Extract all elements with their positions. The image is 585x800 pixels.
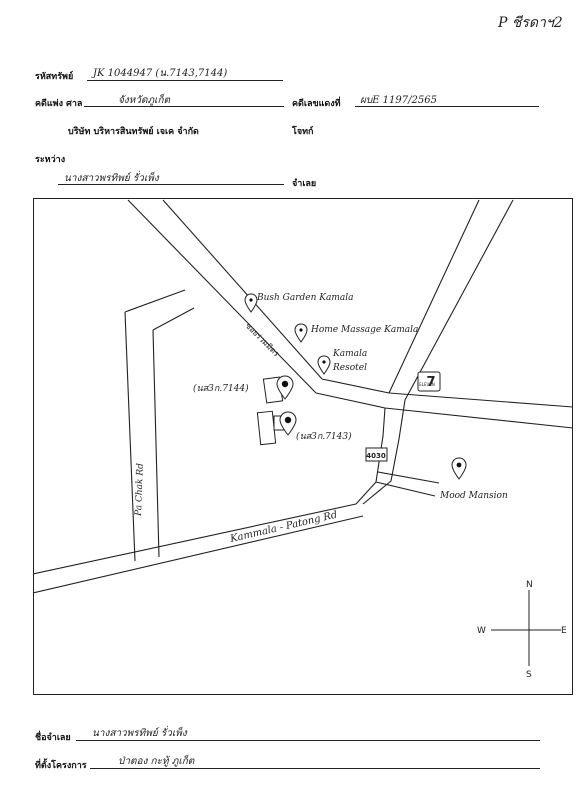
bush-garden-label: Bush Garden Kamala [256,293,354,303]
seven-eleven-box [417,371,441,392]
case-number-label: คดีเลขแดงที่ [292,99,341,109]
footer-defendant-label: ชื่อจำเลย [35,733,71,743]
project-location-value: ป่าตอง กะทู้ ภูเก็ต [118,756,195,767]
defendant-label: จำเลย [292,179,317,189]
mood-mansion-label: Mood Mansion [439,491,508,501]
compass-rose: N S W E [477,580,567,680]
pin-dots [249,298,462,468]
kamala-resort-label-line1: Kamala [332,349,367,359]
bush-garden-pin-icon [244,293,258,313]
case-number-underline [355,106,539,107]
compass-n-label: N [526,580,533,590]
project-location-underline [90,768,540,769]
road-4030-box [365,447,388,462]
map-svg: 7 ELEVEN 4030 Bush Garden Kamala Home Ma… [33,198,573,695]
kamala-resort-label-line2: Resotel [332,363,367,373]
plot-7144-pin-icon [276,375,294,400]
plot-7143-building [256,410,277,446]
road-4030-label: 4030 [366,452,386,460]
court-underline [84,106,284,107]
kamala-resort-pin-icon [317,355,331,375]
court-value: จังหวัดภูเก็ต [118,95,171,106]
home-massage-pin-icon [294,323,308,343]
location-map: 7 ELEVEN 4030 Bush Garden Kamala Home Ma… [33,198,573,695]
plot-7143-pin-icon [279,411,297,436]
plaintiff-name: บริษัท บริหารสินทรัพย์ เจเค จำกัด [68,127,199,137]
map-frame [33,198,573,695]
seven-eleven-number: 7 [426,375,435,390]
project-location-label: ที่ตั้งโครงการ [35,761,87,771]
pa-chak-road-label: Pa Chak Rd [134,463,146,517]
asset-code-underline [87,80,283,81]
road-lines [33,199,573,594]
home-massage-label: Home Massage Kamala [310,325,418,335]
plot-7144-label: (นส3ก.7144) [193,383,249,394]
plot-7143-label: (นส3ก.7143) [296,431,352,442]
defendant-underline [58,184,284,185]
asset-code-label: รหัสทรัพย์ [35,72,74,82]
pins [244,293,467,480]
case-number-value: ผบE 1197/2565 [360,95,437,106]
compass-e-label: E [561,626,567,636]
between-label: ระหว่าง [35,155,66,165]
footer-defendant-value: นางสาวพรทิพย์ รั่วเพ็ง [92,728,187,739]
court-label: คดีแพ่ง ศาล [35,99,83,109]
compass-w-label: W [477,626,486,636]
compass-s-label: S [526,670,532,680]
footer-defendant-underline [76,740,540,741]
defendant-value: นางสาวพรทิพย์ รั่วเพ็ง [64,173,159,184]
seven-eleven-sub: ELEVEN [419,382,435,387]
asset-code-value: JK 1044947 (น.7143,7144) [93,68,228,79]
mood-mansion-pin-icon [451,457,467,480]
plaintiff-label: โจทก์ [292,127,314,137]
corner-note: P ชีรดาฯ2 [498,15,563,31]
